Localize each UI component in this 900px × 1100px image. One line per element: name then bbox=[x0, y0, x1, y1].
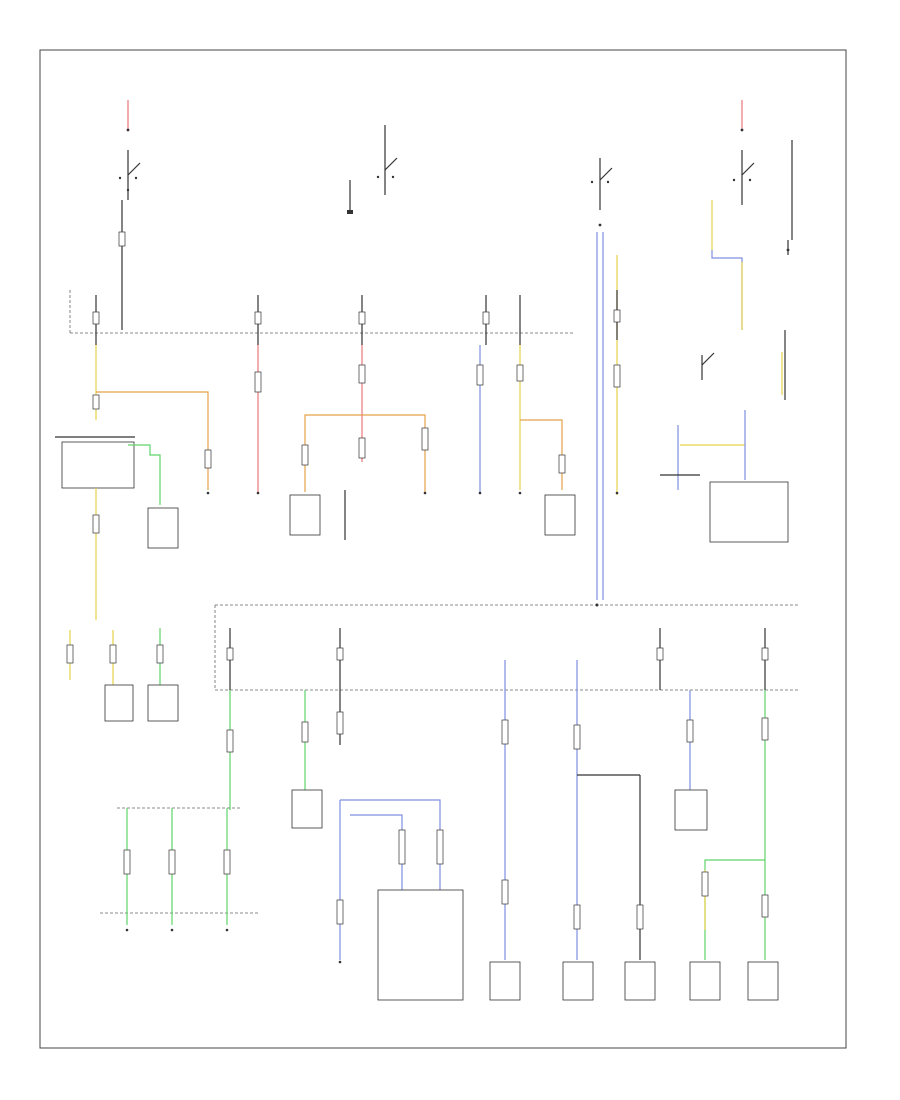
right-lower-branch bbox=[636, 775, 765, 960]
component-box bbox=[291, 789, 323, 829]
control-unit-box bbox=[377, 889, 464, 1001]
fuse-column-4 bbox=[476, 295, 490, 492]
ignition-switch-right-center bbox=[590, 158, 613, 227]
top-feeds bbox=[118, 100, 793, 600]
component-box bbox=[489, 961, 521, 1001]
ignition-switch-left bbox=[118, 150, 141, 200]
fuse-column-1 bbox=[92, 295, 100, 345]
fuse-column-2 bbox=[254, 295, 262, 492]
bottom-components bbox=[125, 928, 779, 1001]
wire-green-left bbox=[128, 444, 161, 505]
fuse-column-3 bbox=[301, 295, 429, 492]
lower-fuse-5 bbox=[301, 690, 309, 790]
lower-fuse-4 bbox=[761, 628, 769, 960]
fuse bbox=[118, 231, 126, 247]
fuse-column-6 bbox=[613, 290, 621, 388]
component-box bbox=[289, 494, 321, 536]
component-box bbox=[674, 789, 708, 831]
lower-fuse-1 bbox=[226, 628, 234, 810]
ignition-switch-center bbox=[347, 125, 398, 214]
component-box bbox=[104, 684, 134, 722]
module-box-left bbox=[147, 507, 179, 549]
upper-fuse-box bbox=[69, 290, 621, 492]
lower-fuse-box bbox=[214, 603, 800, 960]
right-sub-circuit bbox=[660, 352, 746, 490]
connector bbox=[126, 128, 130, 132]
component-box bbox=[544, 494, 576, 536]
relay-box bbox=[61, 441, 135, 489]
component-box bbox=[562, 961, 594, 1001]
component-box bbox=[147, 684, 179, 722]
component-box bbox=[709, 481, 789, 543]
lower-fuse-7 bbox=[573, 660, 640, 960]
wire-blue-right-link bbox=[711, 250, 743, 330]
left-relay-branch bbox=[55, 345, 212, 620]
center-lower-branch bbox=[291, 789, 464, 1001]
upper-components bbox=[206, 481, 789, 543]
lower-fuse-8 bbox=[686, 690, 694, 790]
fuse-column-5 bbox=[516, 295, 566, 490]
lower-left-junction bbox=[100, 807, 260, 925]
lower-fuse-2 bbox=[336, 628, 344, 745]
component-box bbox=[747, 961, 779, 1001]
component-box bbox=[689, 961, 721, 1001]
diagram-frame bbox=[39, 49, 847, 1049]
lower-fuse-3 bbox=[656, 628, 664, 690]
lower-fuse-6 bbox=[501, 660, 509, 960]
ignition-switch-right bbox=[732, 140, 793, 240]
wire-blue-branch bbox=[340, 799, 441, 900]
component-box bbox=[624, 961, 656, 1001]
left-lower-circuits bbox=[66, 628, 179, 722]
